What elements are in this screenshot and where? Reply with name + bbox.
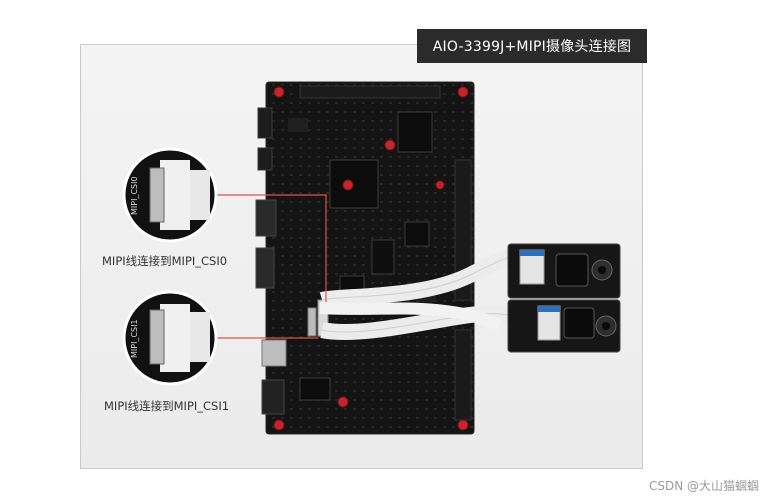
csi0-callout-label: MIPI线连接到MIPI_CSI0 — [102, 254, 228, 268]
csi0-silkscreen: MIPI_CSI0 — [130, 176, 139, 215]
csi1-callout-label: MIPI线连接到MIPI_CSI1 — [104, 399, 230, 413]
csi1-silkscreen: MIPI_CSI1 — [130, 319, 139, 358]
main-board — [255, 81, 475, 435]
zoom-callout-csi0: MIPI_CSI0 — [122, 147, 218, 243]
camera-module-0 — [507, 243, 621, 299]
zoom-callout-csi1: MIPI_CSI1 — [122, 290, 218, 386]
leader-lines — [210, 194, 327, 339]
camera-module-1 — [507, 299, 621, 353]
watermark: CSDN @大山猫蝈蝈 — [648, 479, 759, 493]
page-title: AIO-3399J+MIPI摄像头连接图 — [417, 29, 647, 63]
